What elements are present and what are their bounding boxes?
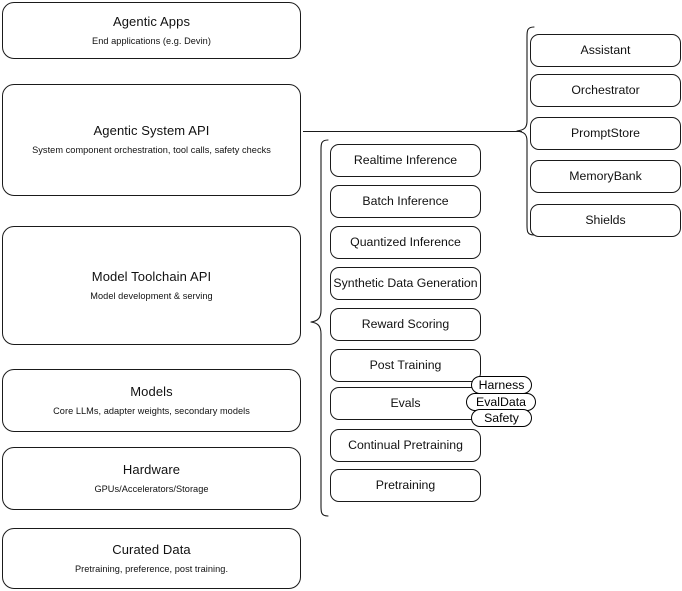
stack-layer-curated-data[interactable]: Curated Data Pretraining, preference, po…	[2, 528, 301, 589]
layer-title: Model Toolchain API	[91, 268, 212, 284]
capability-label: Batch Inference	[362, 193, 449, 208]
evals-chip-safety[interactable]: Safety	[471, 409, 532, 427]
system-component-memorybank[interactable]: MemoryBank	[530, 160, 681, 193]
layer-title: Models	[130, 383, 173, 399]
brace-agentic-system	[516, 26, 535, 236]
evals-chip-label: Safety	[484, 411, 519, 425]
system-component-orchestrator[interactable]: Orchestrator	[530, 74, 681, 107]
system-component-label: PromptStore	[570, 125, 641, 140]
capability-post-training[interactable]: Post Training	[330, 349, 481, 382]
layer-subtitle: Core LLMs, adapter weights, secondary mo…	[53, 405, 250, 416]
stack-layer-models[interactable]: Models Core LLMs, adapter weights, secon…	[2, 369, 301, 432]
evals-chip-label: Harness	[478, 378, 525, 392]
capability-batch-inference[interactable]: Batch Inference	[330, 185, 481, 218]
layer-title: Hardware	[122, 461, 181, 477]
layer-title: Agentic Apps	[112, 13, 191, 29]
stack-layer-agentic-apps[interactable]: Agentic Apps End applications (e.g. Devi…	[2, 2, 301, 59]
system-component-shields[interactable]: Shields	[530, 204, 681, 237]
capability-label: Evals	[390, 395, 421, 410]
stack-layer-model-toolchain-api[interactable]: Model Toolchain API Model development & …	[2, 226, 301, 345]
layer-subtitle: Model development & serving	[90, 290, 213, 301]
layer-title: Agentic System API	[93, 123, 210, 139]
capability-synthetic-data-generation[interactable]: Synthetic Data Generation	[330, 267, 481, 300]
capability-pretraining[interactable]: Pretraining	[330, 469, 481, 502]
evals-chip-harness[interactable]: Harness	[471, 376, 532, 394]
system-component-label: MemoryBank	[569, 168, 642, 183]
layer-subtitle: System component orchestration, tool cal…	[32, 145, 271, 156]
evals-chip-evaldata[interactable]: EvalData	[466, 393, 536, 411]
layer-title: Curated Data	[112, 541, 191, 557]
capability-label: Reward Scoring	[361, 316, 450, 331]
system-component-label: Shields	[585, 212, 626, 227]
stack-layer-agentic-system-api[interactable]: Agentic System API System component orch…	[2, 84, 301, 196]
capability-reward-scoring[interactable]: Reward Scoring	[330, 308, 481, 341]
stack-layer-hardware[interactable]: Hardware GPUs/Accelerators/Storage	[2, 447, 301, 510]
layer-subtitle: GPUs/Accelerators/Storage	[94, 483, 209, 494]
layer-subtitle: End applications (e.g. Devin)	[92, 35, 211, 46]
capability-label: Realtime Inference	[353, 152, 458, 167]
capability-label: Pretraining	[375, 477, 436, 492]
capability-evals[interactable]: Evals	[330, 387, 481, 420]
capability-continual-pretraining[interactable]: Continual Pretraining	[330, 429, 481, 462]
system-component-label: Orchestrator	[571, 82, 640, 97]
system-component-promptstore[interactable]: PromptStore	[530, 117, 681, 150]
capability-label: Quantized Inference	[350, 234, 461, 249]
evals-chip-label: EvalData	[476, 395, 526, 409]
system-component-assistant[interactable]: Assistant	[530, 34, 681, 67]
layer-subtitle: Pretraining, preference, post training.	[74, 563, 229, 574]
brace-model-toolchain	[310, 139, 329, 517]
system-component-label: Assistant	[580, 42, 631, 57]
capability-label: Post Training	[369, 357, 442, 372]
capability-label: Synthetic Data Generation	[333, 275, 478, 290]
capability-label: Continual Pretraining	[348, 437, 463, 452]
capability-realtime-inference[interactable]: Realtime Inference	[330, 144, 481, 177]
capability-quantized-inference[interactable]: Quantized Inference	[330, 226, 481, 259]
connector-line-system-api	[303, 131, 522, 133]
